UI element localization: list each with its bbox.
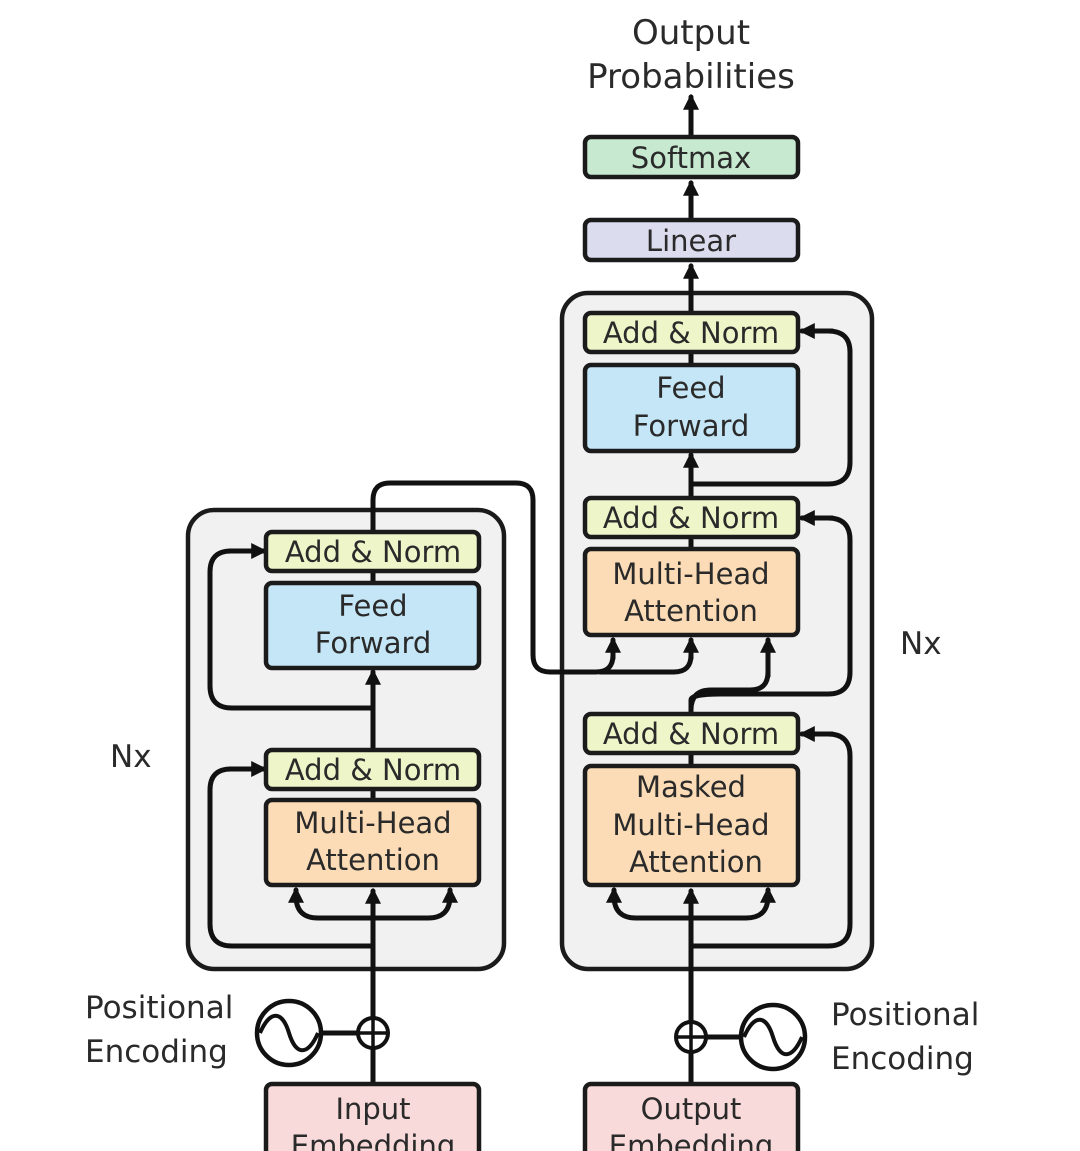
softmax-block — [582, 134, 801, 180]
add-operator-cross — [677, 1023, 705, 1051]
decoder-feed-forward-line2: Forward — [633, 409, 750, 443]
decoder-masked-attention-line3: Attention — [629, 845, 763, 879]
decoder-repeat-label: Nx — [900, 626, 942, 662]
decoder-cross-attention-line1: Multi-Head — [612, 557, 769, 591]
decoder-feed-forward-line1: Feed — [656, 371, 725, 405]
output-embedding-line2: Embedding — [609, 1129, 773, 1151]
decoder-masked-attention-line2: Multi-Head — [612, 808, 769, 842]
decoder-cross-attention — [582, 546, 801, 638]
add-operator-cross — [359, 1019, 387, 1047]
decoder-add-norm-top — [582, 310, 801, 355]
softmax-label: Softmax — [631, 141, 751, 175]
positional-encoding-left: Positional Encoding — [85, 990, 390, 1070]
encoder-feed-forward — [263, 580, 482, 671]
output-probabilities-line1: Output — [632, 13, 750, 53]
encoder-add-norm-top-label: Add & Norm — [285, 535, 461, 569]
decoder-add-norm-bottom — [582, 711, 801, 756]
positional-encoding-left-line1: Positional — [85, 990, 233, 1026]
encoder-feed-forward-line2: Forward — [315, 626, 432, 660]
output-probabilities-line2: Probabilities — [587, 57, 795, 97]
sine-wave-curve — [258, 1013, 320, 1053]
encoder-feed-forward-line1: Feed — [338, 589, 407, 623]
encoder-add-norm-top — [263, 529, 482, 574]
wires — [207, 93, 853, 1087]
linear-label: Linear — [646, 224, 736, 258]
input-embedding-line2: Embedding — [291, 1129, 455, 1151]
decoder-masked-attention — [582, 763, 801, 888]
encoder-repeat-label: Nx — [110, 739, 152, 775]
decoder-masked-attention-line1: Masked — [636, 770, 746, 804]
linear-block — [582, 217, 801, 263]
input-embedding-line1: Input — [335, 1092, 410, 1126]
decoder-add-norm-top-label: Add & Norm — [603, 316, 779, 350]
encoder-attention-line1: Multi-Head — [294, 806, 451, 840]
encoder-stack — [185, 507, 507, 972]
decoder-feed-forward — [582, 362, 801, 454]
decoder-add-norm-mid — [582, 495, 801, 540]
encoder-attention-line2: Attention — [306, 843, 440, 877]
encoder-add-norm-bottom — [263, 747, 482, 792]
positional-encoding-right-line1: Positional — [831, 997, 979, 1033]
decoder-add-norm-bottom-label: Add & Norm — [603, 717, 779, 751]
decoder-add-norm-mid-label: Add & Norm — [603, 501, 779, 535]
sine-wave-curve — [742, 1017, 804, 1057]
decoder-cross-attention-line2: Attention — [624, 594, 758, 628]
output-embedding-block — [582, 1081, 801, 1151]
positional-encoding-right: Positional Encoding — [674, 997, 979, 1077]
output-embedding-line1: Output — [641, 1092, 742, 1126]
encoder-add-norm-bottom-label: Add & Norm — [285, 753, 461, 787]
encoder-multi-head-attention — [263, 797, 482, 888]
positional-encoding-right-line2: Encoding — [831, 1041, 974, 1077]
input-embedding-block — [263, 1081, 482, 1151]
positional-encoding-left-line2: Encoding — [85, 1034, 228, 1070]
